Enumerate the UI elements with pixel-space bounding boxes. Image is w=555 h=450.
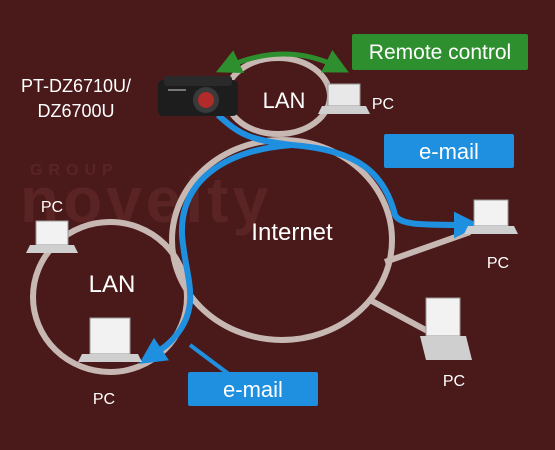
pc-label-left-upper: PC [41,199,63,216]
laptop-icon [78,317,142,362]
email-label-top: e-mail [419,139,479,164]
laptop-icon [420,297,472,360]
email-badge-top: e-mail [384,134,514,168]
laptop-icon [318,83,370,114]
laptop-icon [464,199,518,234]
pc-label-right-lower: PC [443,373,465,390]
remote-control-label: Remote control [369,41,511,64]
email-path-to-pc-right [215,112,481,239]
internet-ring [169,137,395,343]
projector-model-line1: PT-DZ6710U/ [21,76,131,96]
internet-label: Internet [251,219,333,246]
email-label-bottom: e-mail [223,377,283,402]
remote-control-badge: Remote control [352,34,528,70]
email-badge-pointer [188,343,232,377]
pc-label-top-right: PC [372,96,394,113]
laptop-icon [26,220,78,253]
watermark-group-text: GROUP [30,162,119,179]
lan-top-label: LAN [263,88,306,113]
projector-icon [158,76,238,116]
lan-bottom-ring [30,219,190,375]
projector-model-line2: DZ6700U [37,101,114,121]
link-internet-pc-lower-right [368,297,437,338]
pc-label-left-lower: PC [93,391,115,408]
pc-label-right-middle: PC [487,255,509,272]
lan-bottom-label: LAN [89,271,136,298]
email-badge-bottom: e-mail [188,372,318,406]
email-path-to-pc-left [139,142,293,364]
remote-control-arrow [215,50,349,73]
